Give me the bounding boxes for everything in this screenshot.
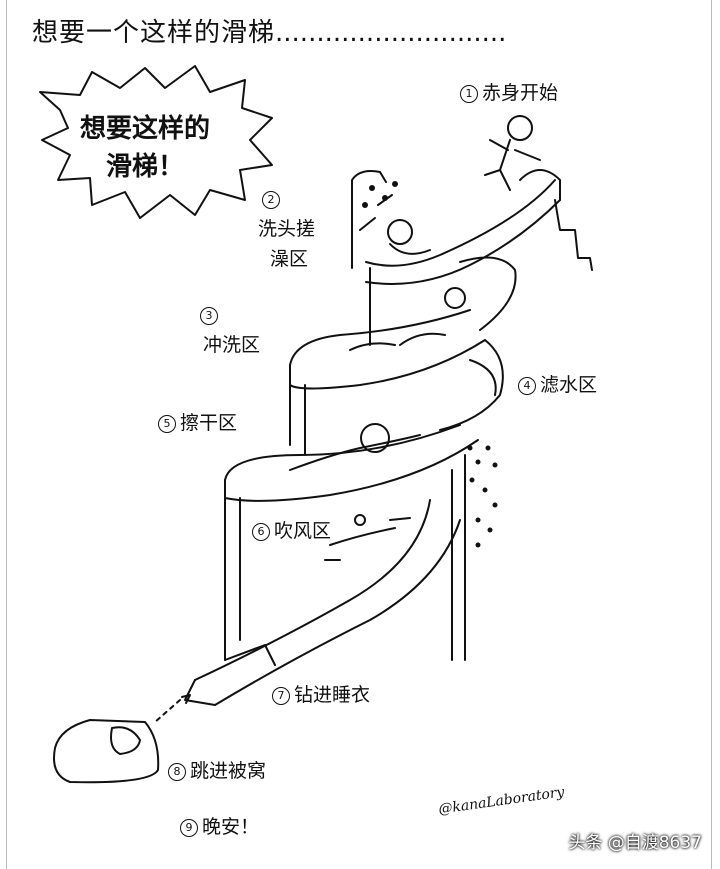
step-label: 赤身开始	[482, 82, 559, 104]
step-label: 晚安！	[202, 816, 260, 838]
speech-bubble	[39, 65, 273, 219]
step-3-num: 3	[200, 304, 222, 326]
step-label: 洗头搓	[258, 218, 316, 240]
bubble-line-1: 想要这样的	[80, 114, 211, 144]
slide-final-ramp	[194, 499, 431, 681]
title-dots: ............................	[275, 18, 507, 48]
step-number: 9	[180, 818, 198, 837]
step-label: 冲洗区	[203, 334, 261, 356]
slide-level-1	[365, 179, 556, 267]
title-text: 想要一个这样的滑梯	[32, 18, 276, 48]
step-3: 冲洗区	[203, 330, 260, 357]
step-label: 澡区	[270, 248, 309, 270]
image-frame	[6, 0, 712, 869]
step-label: 钻进睡衣	[294, 684, 371, 706]
step-label: 擦干区	[180, 412, 238, 434]
slide-level-2	[289, 309, 471, 366]
step-label: 跳进被窝	[190, 760, 267, 782]
slide-level-3	[224, 424, 461, 481]
bubble-text: 想要这样的 滑梯！	[80, 110, 210, 186]
step-label: 滤水区	[540, 374, 598, 396]
step-number: 5	[158, 414, 176, 433]
bed	[53, 719, 160, 784]
watermark: 头条 @自渡8637	[568, 833, 702, 853]
step-number: 3	[200, 306, 218, 325]
step-number: 8	[168, 762, 186, 781]
step-2-line2: 澡区	[270, 244, 308, 271]
step-number: 4	[518, 376, 536, 395]
step-2-line1: 洗头搓	[258, 214, 315, 241]
water-drops	[362, 181, 498, 548]
step-number: 1	[460, 84, 478, 103]
step-2: 2	[262, 188, 284, 210]
step-number: 6	[252, 522, 270, 541]
step-label: 吹风区	[274, 520, 332, 542]
page-title: 想要一个这样的滑梯............................	[32, 12, 506, 49]
bubble-line-2: 滑梯！	[106, 152, 185, 182]
step-number: 2	[262, 190, 280, 209]
step-number: 7	[272, 686, 290, 705]
